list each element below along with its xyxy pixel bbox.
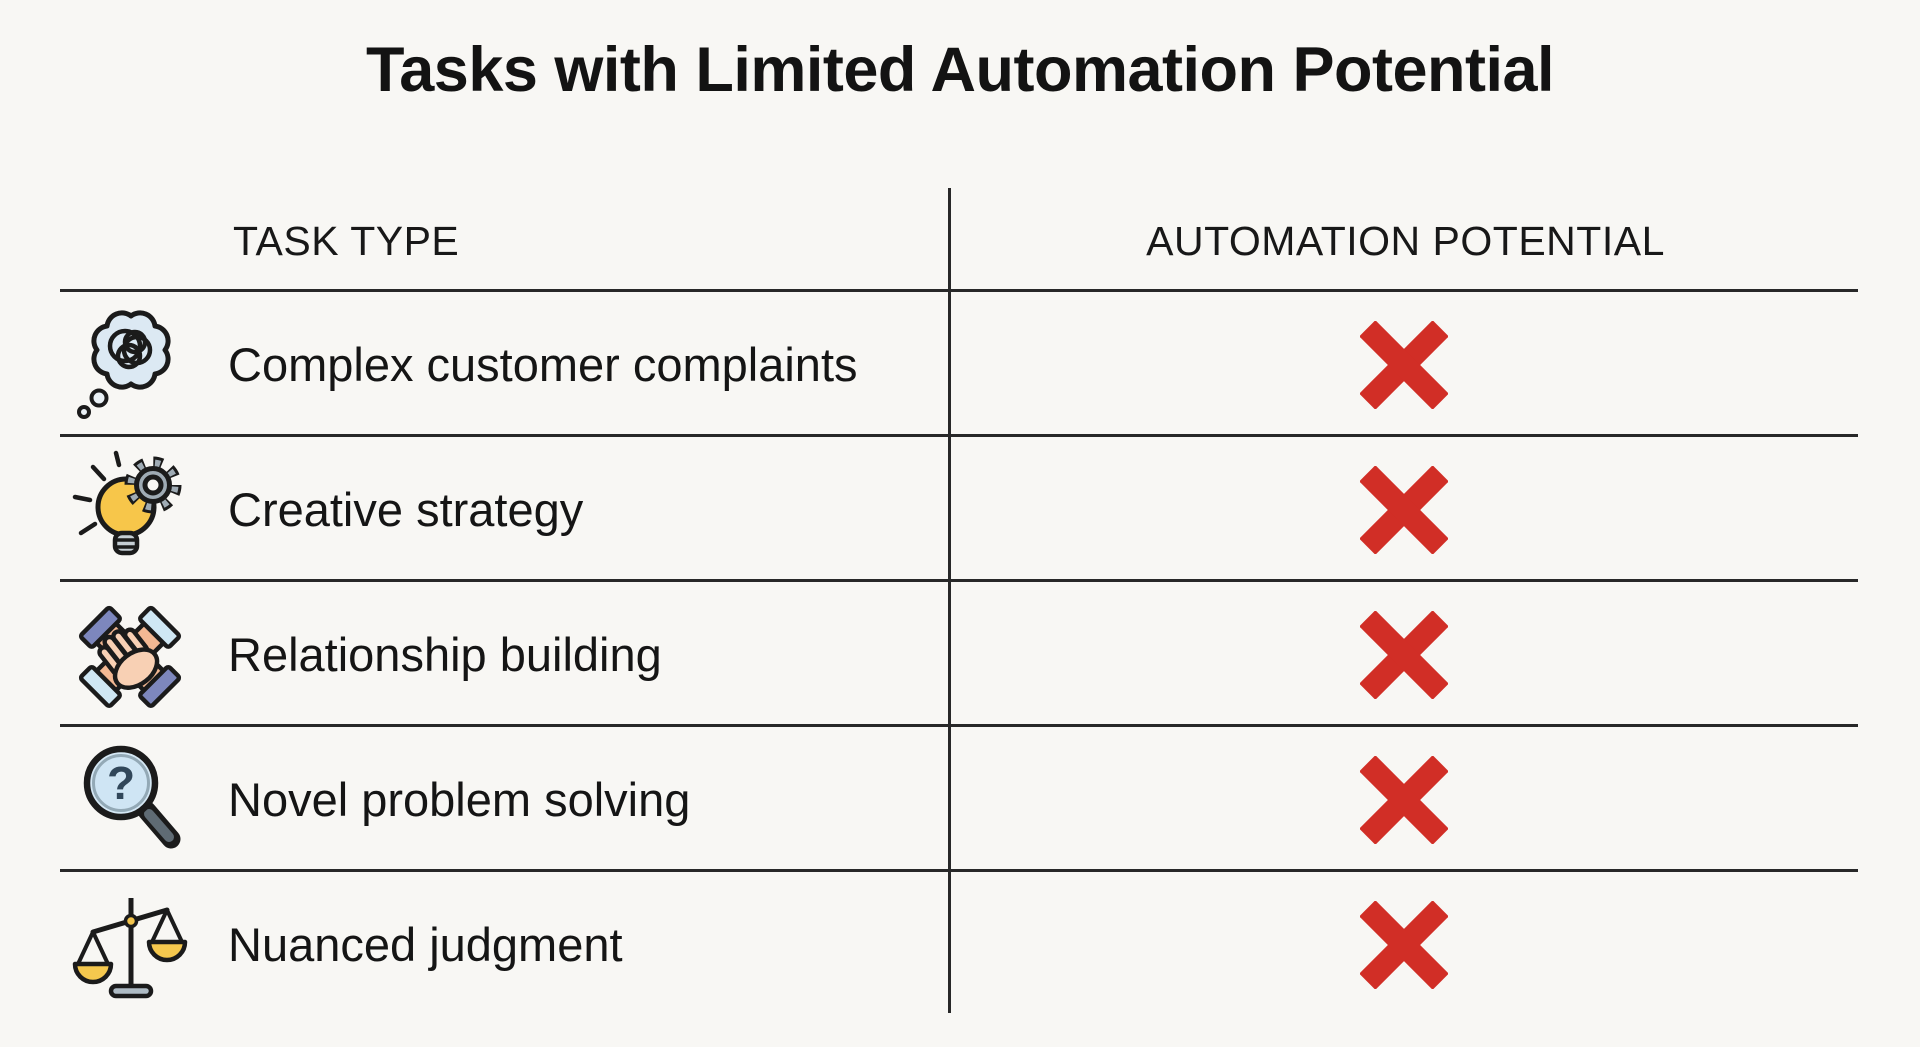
task-label: Relationship building: [228, 628, 662, 681]
task-label: Novel problem solving: [228, 773, 691, 826]
tangled-thought-bubble-icon: [66, 298, 194, 432]
x-mark-icon: [1359, 609, 1449, 700]
column-divider-line: [948, 188, 951, 1013]
table-row: Relationship building: [0, 582, 1920, 727]
page-title: Tasks with Limited Automation Potential: [365, 35, 1555, 105]
row-divider-line: [60, 434, 1858, 437]
x-mark-icon: [1359, 754, 1449, 845]
balance-scale-icon: [66, 878, 194, 1012]
row-divider-line: [60, 724, 1858, 727]
row-divider-line: [60, 579, 1858, 582]
task-label: Complex customer complaints: [228, 338, 858, 391]
x-mark-icon: [1359, 319, 1449, 410]
x-mark-icon: [1359, 464, 1449, 555]
x-mark-icon: [1359, 899, 1449, 990]
hands-together-icon: [66, 588, 194, 722]
table-row: ? Novel problem solving: [0, 727, 1920, 872]
row-divider-line: [60, 289, 1858, 292]
lightbulb-gear-icon: [66, 443, 194, 577]
magnifier-question-icon: ?: [66, 733, 194, 867]
column-header-automation-potential: AUTOMATION POTENTIAL: [1146, 218, 1665, 264]
svg-text:?: ?: [107, 757, 135, 809]
table-row: Nuanced judgment: [0, 872, 1920, 1017]
column-header-task-type: TASK TYPE: [233, 218, 460, 264]
table-row: Complex customer complaints: [0, 292, 1920, 437]
row-divider-line: [60, 869, 1858, 872]
task-label: Creative strategy: [228, 483, 584, 536]
task-label: Nuanced judgment: [228, 918, 623, 971]
table-row: Creative strategy: [0, 437, 1920, 582]
